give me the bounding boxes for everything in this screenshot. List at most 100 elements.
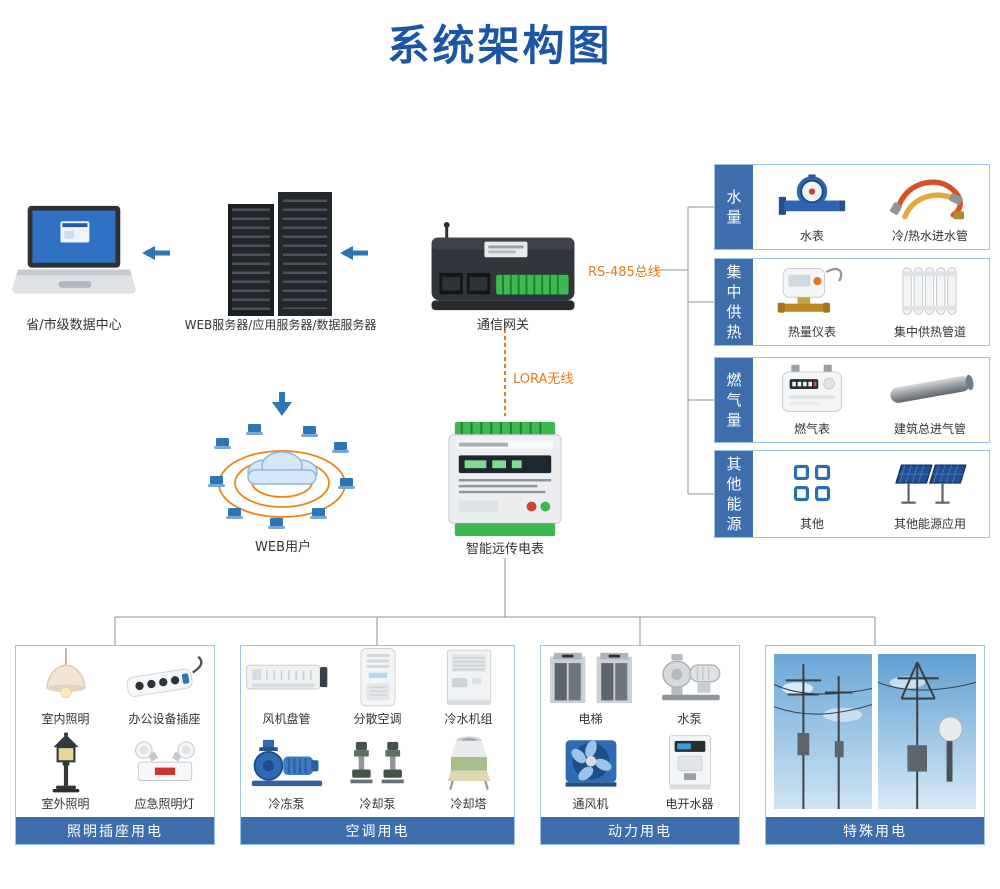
chilled-pump-icon-wrap xyxy=(241,732,332,796)
water-meter-icon xyxy=(778,173,846,215)
heat-meter-icon-wrap xyxy=(753,259,871,322)
elevator-icon-wrap xyxy=(541,646,640,710)
group-gas-tab: 燃气量 xyxy=(715,358,753,442)
water-pump-icon xyxy=(661,653,720,701)
gateway-icon xyxy=(431,222,575,311)
item-heat-meter: 热量仪表 xyxy=(753,259,871,345)
elevator-icon xyxy=(549,652,632,703)
web-users-label: WEB用户 xyxy=(255,540,311,555)
solar-panels-icon-wrap xyxy=(871,451,989,514)
water-meter-icon-wrap xyxy=(753,165,871,226)
ventilation-fan-icon-wrap xyxy=(541,732,640,796)
water-boiler-icon xyxy=(668,735,711,790)
power-lines-photo-svg xyxy=(774,654,872,809)
gas-pipe-icon-wrap xyxy=(871,358,989,419)
ventilation-fan-icon xyxy=(565,740,616,787)
server-towers-icon xyxy=(228,192,332,316)
portable-ac-icon xyxy=(360,647,395,707)
item-label: 通风机 xyxy=(572,797,609,811)
item-label: 电梯 xyxy=(578,711,603,726)
group-water-category: 水量 xyxy=(726,187,742,226)
cell-water-boiler: 电开水器 xyxy=(640,732,739,818)
radiator-icon-wrap xyxy=(871,259,989,322)
item-label: 室外照明 xyxy=(41,797,90,811)
laptop-icon xyxy=(12,205,136,294)
portable-ac-icon-wrap xyxy=(332,646,423,710)
garden-lamp-icon xyxy=(52,732,79,793)
emergency-light-icon-wrap xyxy=(115,732,214,796)
item-label: 燃气表 xyxy=(793,422,830,436)
item-label: 冷冻泵 xyxy=(268,797,305,811)
item-label: 冷水机组 xyxy=(444,711,493,726)
chiller-icon-wrap xyxy=(423,646,514,710)
cell-cooling-pump: 冷却泵 xyxy=(332,732,423,818)
cooling-pump-icon-wrap xyxy=(332,732,423,796)
panel-lighting-title: 照明插座用电 xyxy=(16,817,214,844)
rs485-bus-label: RS-485总线 xyxy=(588,265,661,280)
servers-label: WEB服务器/应用服务器/数据服务器 xyxy=(184,318,377,332)
group-water: 水量 水表 xyxy=(714,164,990,250)
item-gas-meter: 燃气表 xyxy=(753,358,871,442)
group-heating-tab: 集中供热 xyxy=(715,259,753,345)
group-water-tab: 水量 xyxy=(715,165,753,249)
panel-hvac: 风机盘管 xyxy=(240,645,515,845)
cell-outdoor-lighting: 室外照明 xyxy=(16,732,115,818)
cell-elevator: 电梯 xyxy=(541,646,640,732)
gateway-label: 通信网关 xyxy=(476,318,529,333)
cell-office-sockets: 办公设备插座 xyxy=(115,646,214,732)
power-strip-icon xyxy=(126,655,202,697)
cell-chiller: 冷水机组 xyxy=(423,646,514,732)
group-heating: 集中供热 热量仪表 xyxy=(714,258,990,346)
item-label: 水表 xyxy=(799,229,824,243)
other-squares-icon xyxy=(793,464,831,501)
group-heating-category: 集中供热 xyxy=(726,262,742,342)
cell-portable-ac: 分散空调 xyxy=(332,646,423,732)
servers-node xyxy=(226,188,334,322)
cell-chilled-pump: 冷冻泵 xyxy=(241,732,332,818)
cell-indoor-lighting: 室内照明 xyxy=(16,646,115,732)
cell-fan-coil: 风机盘管 xyxy=(241,646,332,732)
item-label: 分散空调 xyxy=(353,711,402,726)
gas-pipe-icon xyxy=(890,374,974,403)
panel-power: 电梯 水泵 xyxy=(540,645,740,845)
gas-meter-icon-wrap xyxy=(753,358,871,419)
chilled-pump-icon xyxy=(251,740,322,787)
item-label: 风机盘管 xyxy=(262,711,311,726)
chiller-icon xyxy=(446,649,491,705)
item-radiator: 集中供热管道 xyxy=(871,259,989,345)
arrow-left-servers-to-datacenter xyxy=(142,246,170,260)
item-label: 应急照明灯 xyxy=(134,797,195,811)
group-other-energy: 其他能源 其他 xyxy=(714,450,990,538)
item-label: 室内照明 xyxy=(41,711,90,726)
energy-meter-icon xyxy=(448,421,562,537)
water-hoses-icon xyxy=(890,179,965,219)
cell-ventilation-fan: 通风机 xyxy=(541,732,640,818)
item-label: 水泵 xyxy=(677,711,702,726)
panel-special: 特殊用电 xyxy=(765,645,985,845)
cell-emergency-light: 应急照明灯 xyxy=(115,732,214,818)
cooling-tower-icon xyxy=(447,736,490,791)
item-gas-pipe: 建筑总进气管 xyxy=(871,358,989,442)
item-label: 其他能源应用 xyxy=(893,517,966,531)
radiator-icon xyxy=(902,266,957,315)
item-label: 冷却塔 xyxy=(450,797,487,811)
panel-hvac-title: 空调用电 xyxy=(241,817,514,844)
gas-meter-icon xyxy=(781,364,843,412)
item-water-meter: 水表 xyxy=(753,165,871,249)
gateway-node xyxy=(428,222,578,319)
power-strip-icon-wrap xyxy=(115,646,214,710)
item-label: 建筑总进气管 xyxy=(893,422,966,436)
panel-power-title: 动力用电 xyxy=(541,817,739,844)
datacenter-node xyxy=(8,202,138,314)
group-other-energy-category: 其他能源 xyxy=(726,454,742,534)
power-lines-photo xyxy=(774,654,872,809)
cooling-pump-icon xyxy=(349,742,404,784)
item-other: 其他 xyxy=(753,451,871,537)
item-label: 冷/热水进水管 xyxy=(891,229,969,243)
meter-node xyxy=(445,420,565,542)
pendant-lamp-icon-wrap xyxy=(16,646,115,710)
heat-meter-icon xyxy=(777,267,843,313)
group-gas-category: 燃气量 xyxy=(726,370,742,430)
group-gas: 燃气量 xyxy=(714,357,990,443)
